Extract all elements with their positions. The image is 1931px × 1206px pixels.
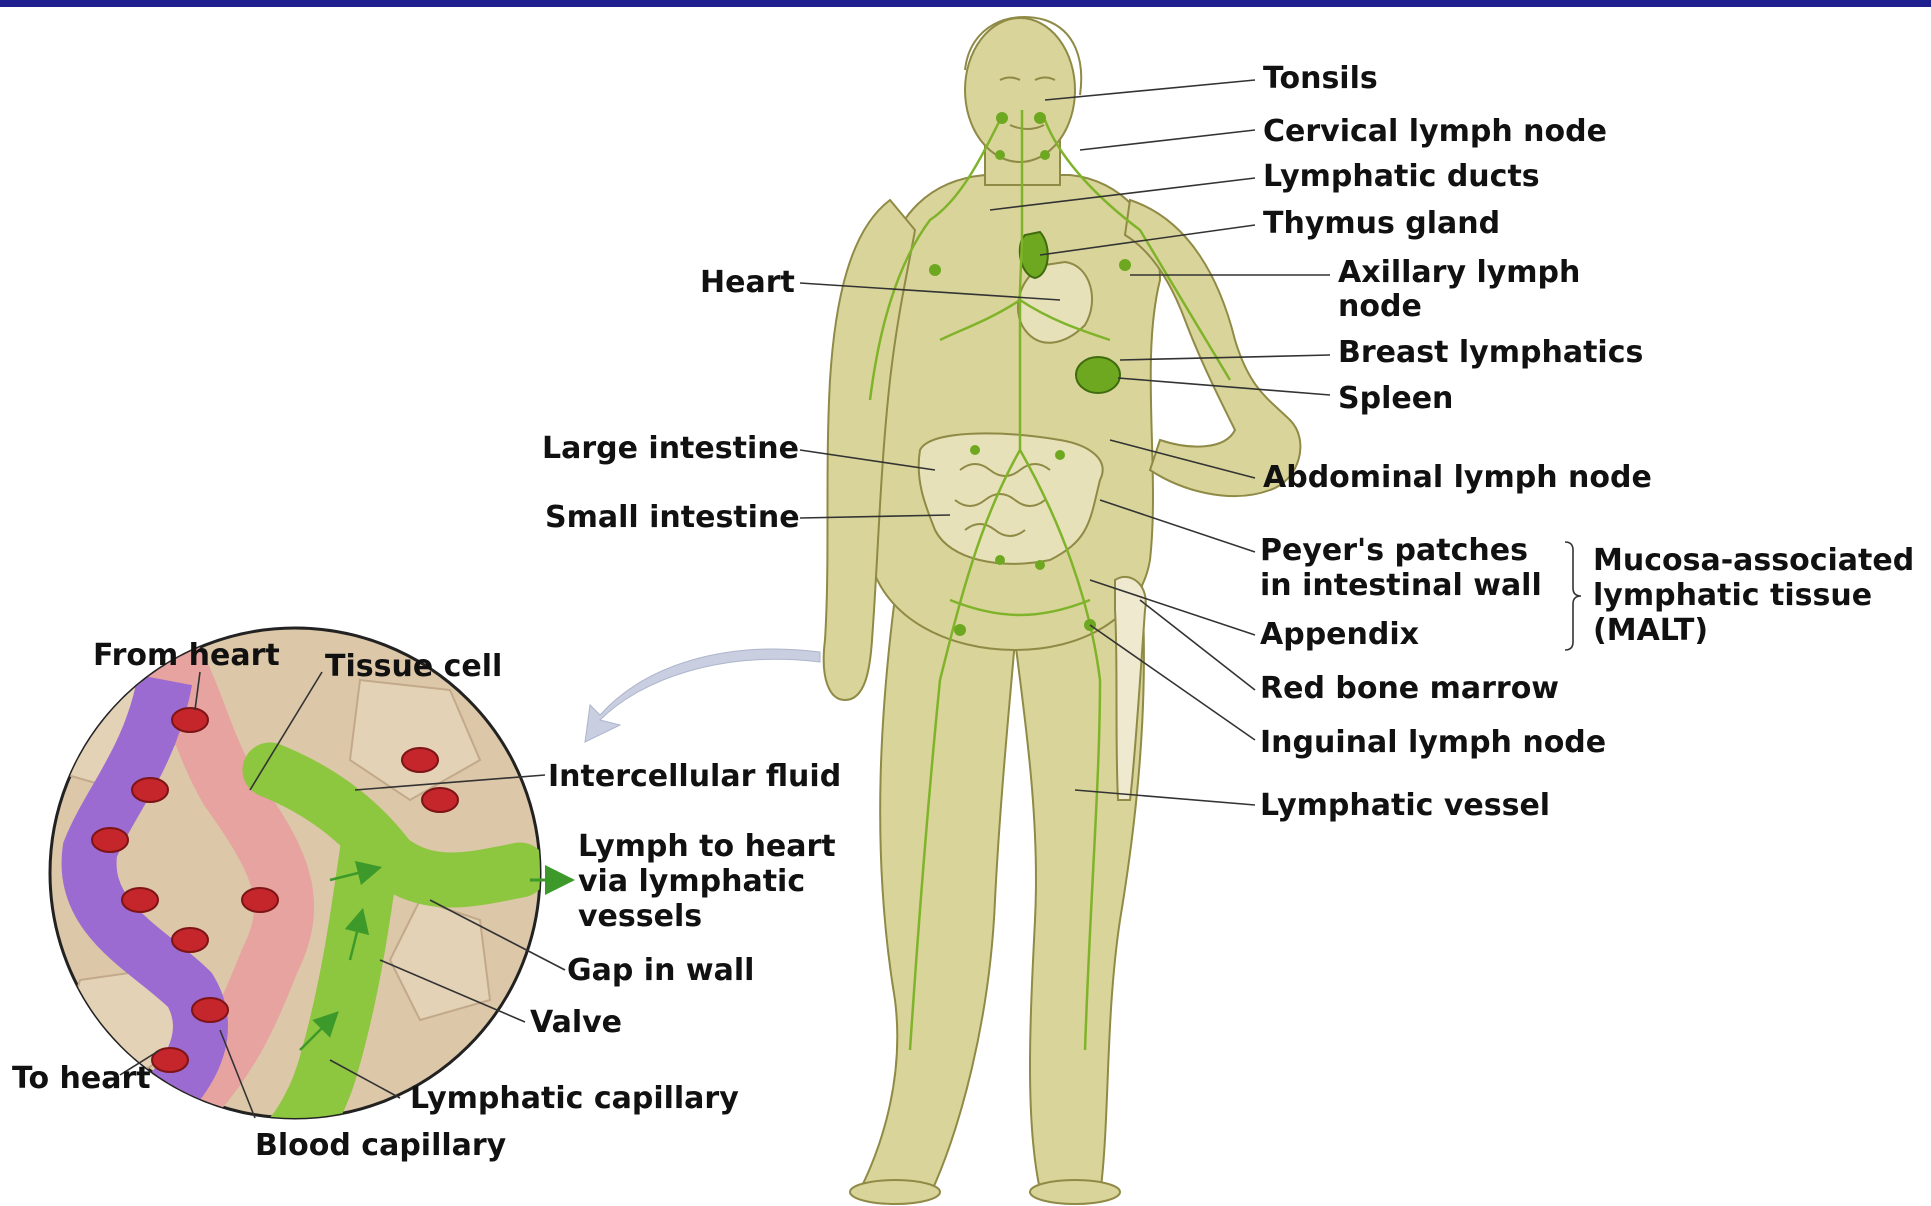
- label-to-heart: To heart: [12, 1061, 151, 1096]
- label-tonsils: Tonsils: [1263, 61, 1378, 96]
- label-blood-capillary: Blood capillary: [255, 1128, 507, 1163]
- label-tissue-cell: Tissue cell: [325, 649, 502, 684]
- inset-pointer-arrow: [585, 649, 820, 742]
- label-malt-1: Mucosa-associated: [1593, 543, 1914, 578]
- label-malt-2: lymphatic tissue: [1593, 578, 1872, 613]
- label-lymph-to-heart-2: via lymphatic: [578, 864, 805, 899]
- label-abdominal-lymph-node: Abdominal lymph node: [1263, 460, 1652, 495]
- label-peyers-2: in intestinal wall: [1260, 568, 1542, 603]
- human-body-illustration: [824, 17, 1301, 1204]
- label-heart: Heart: [700, 265, 795, 300]
- label-breast-lymphatics: Breast lymphatics: [1338, 335, 1643, 370]
- label-intercellular-fluid: Intercellular fluid: [548, 759, 841, 794]
- label-valve: Valve: [530, 1005, 622, 1040]
- label-large-intestine: Large intestine: [542, 431, 799, 466]
- label-malt-3: (MALT): [1593, 613, 1708, 648]
- label-red-bone-marrow: Red bone marrow: [1260, 671, 1559, 706]
- label-cervical-lymph-node: Cervical lymph node: [1263, 114, 1607, 149]
- label-lymph-to-heart-3: vessels: [578, 899, 702, 934]
- label-lymphatic-vessel: Lymphatic vessel: [1260, 788, 1550, 823]
- label-gap-in-wall: Gap in wall: [567, 953, 754, 988]
- label-axillary-1: Axillary lymph: [1338, 255, 1580, 290]
- label-lymphatic-capillary: Lymphatic capillary: [410, 1081, 739, 1116]
- label-from-heart: From heart: [93, 638, 280, 673]
- label-appendix: Appendix: [1260, 617, 1419, 652]
- label-spleen: Spleen: [1338, 381, 1453, 416]
- label-lymph-to-heart-1: Lymph to heart: [578, 829, 836, 864]
- label-thymus-gland: Thymus gland: [1263, 206, 1500, 241]
- label-peyers-1: Peyer's patches: [1260, 533, 1528, 568]
- label-axillary-2: node: [1338, 289, 1422, 324]
- label-small-intestine: Small intestine: [545, 500, 800, 535]
- label-inguinal-lymph-node: Inguinal lymph node: [1260, 725, 1606, 760]
- label-lymphatic-ducts: Lymphatic ducts: [1263, 159, 1540, 194]
